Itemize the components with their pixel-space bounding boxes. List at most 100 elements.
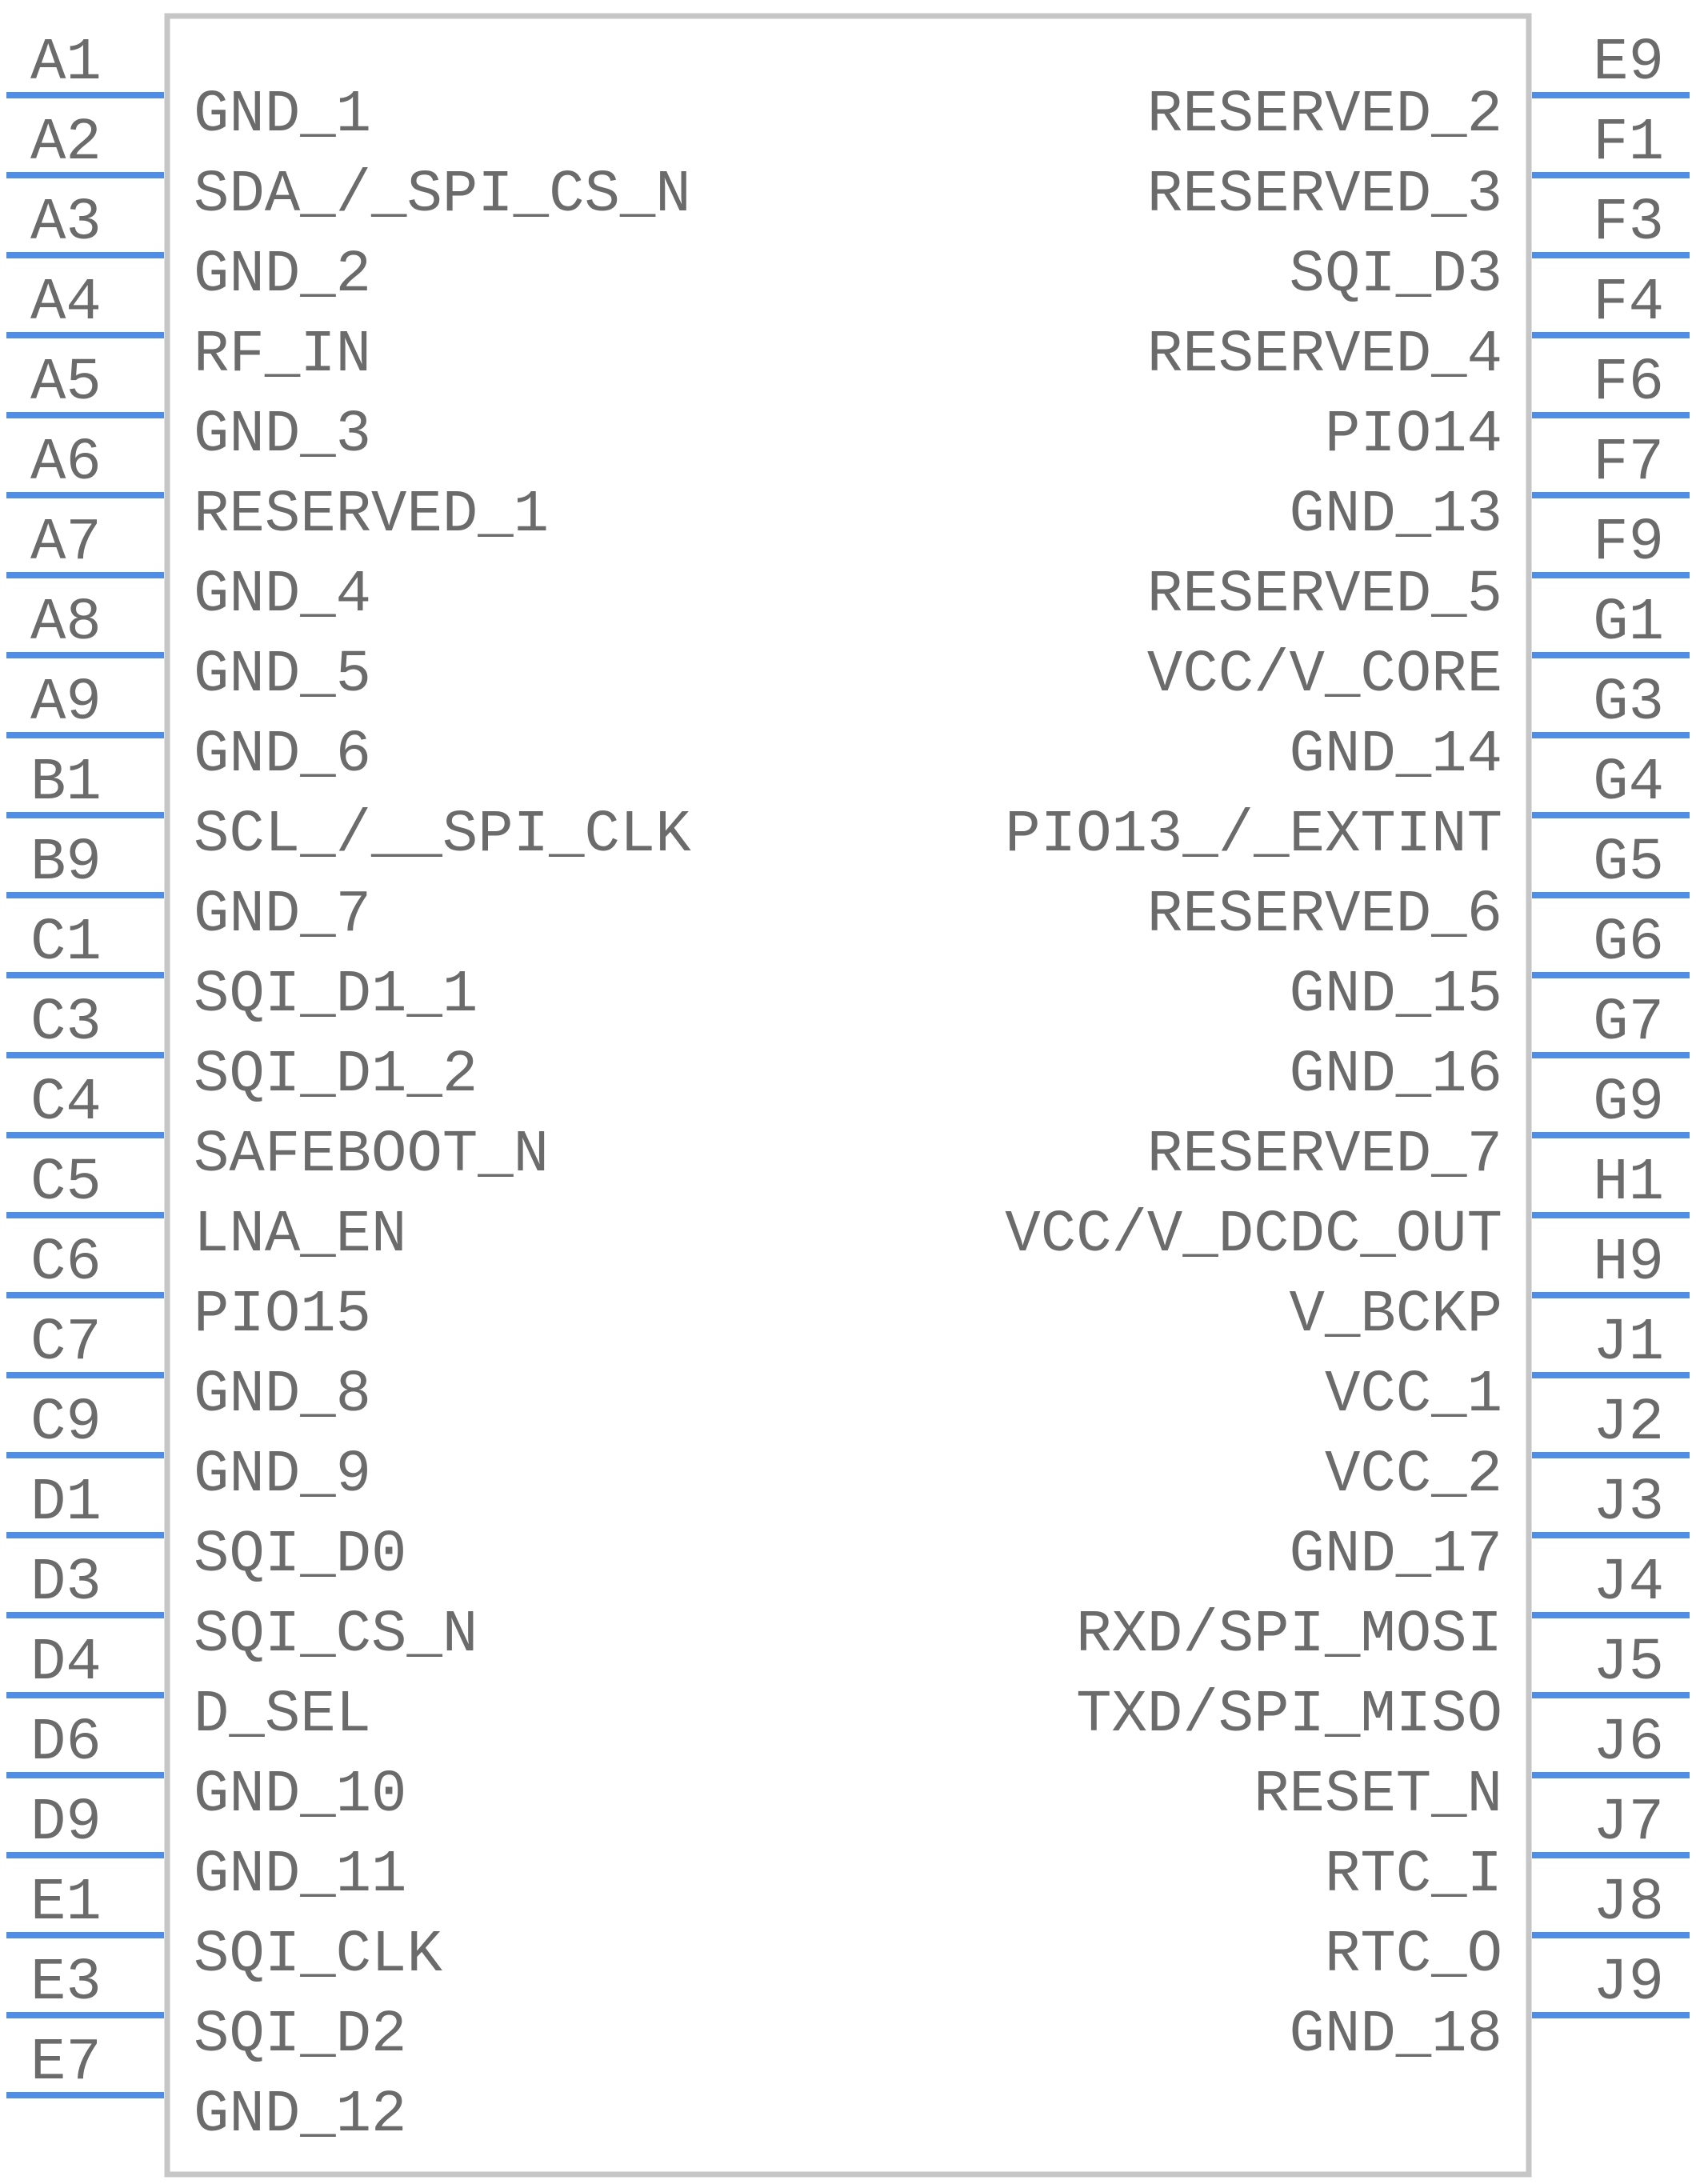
pin-name: GND_1 xyxy=(194,82,371,149)
pin-number: D1 xyxy=(30,1470,102,1537)
pin-number: C3 xyxy=(30,990,102,1057)
pin-name: GND_13 xyxy=(1290,482,1502,549)
pin-name: RTC_O xyxy=(1325,1922,1502,1989)
pin-number: J2 xyxy=(1593,1390,1664,1457)
pin-number: E3 xyxy=(30,1950,102,2017)
pin-number: A6 xyxy=(30,430,102,497)
pin-name: RESERVED_4 xyxy=(1147,322,1502,389)
pin-name: RTC_I xyxy=(1325,1842,1502,1909)
pin-name: RESERVED_2 xyxy=(1147,82,1502,149)
pin-name: SQI_CS_N xyxy=(194,1602,478,1669)
pin-name: RESERVED_1 xyxy=(194,482,549,549)
pin-name: SCL_/__SPI_CLK xyxy=(194,802,691,869)
pin-name: GND_5 xyxy=(194,642,371,709)
pin-number: G7 xyxy=(1593,990,1664,1057)
pin-number: A1 xyxy=(30,30,102,97)
pin-name: LNA_EN xyxy=(194,1202,406,1269)
pin-number: A5 xyxy=(30,350,102,417)
pin-number: J7 xyxy=(1593,1790,1664,1857)
pin-number: F7 xyxy=(1593,430,1664,497)
pin-name: GND_3 xyxy=(194,402,371,469)
pin-number: E1 xyxy=(30,1870,102,1937)
pin-number: H1 xyxy=(1593,1150,1664,1217)
pin-number: G4 xyxy=(1593,750,1664,817)
pin-number: F3 xyxy=(1593,190,1664,257)
pin-number: A2 xyxy=(30,110,102,177)
pin-name: VCC_2 xyxy=(1325,1442,1502,1509)
pin-name: RXD/SPI_MOSI xyxy=(1076,1602,1502,1669)
pin-number: C5 xyxy=(30,1150,102,1217)
pin-name: RESERVED_7 xyxy=(1147,1122,1502,1189)
pin-name: TXD/SPI_MISO xyxy=(1076,1682,1502,1749)
pin-number: F4 xyxy=(1593,270,1664,337)
pin-number: G6 xyxy=(1593,910,1664,977)
pin-number: J3 xyxy=(1593,1470,1664,1537)
pin-number: C9 xyxy=(30,1390,102,1457)
pin-number: B1 xyxy=(30,750,102,817)
pin-name: PIO14 xyxy=(1325,402,1502,469)
pin-h9: H9V_BCKP xyxy=(1290,1230,1690,1349)
pin-name: GND_2 xyxy=(194,242,371,309)
pin-number: A3 xyxy=(30,190,102,257)
pin-name: GND_17 xyxy=(1290,1522,1502,1589)
pin-name: SAFEBOOT_N xyxy=(194,1122,549,1189)
pin-number: F6 xyxy=(1593,350,1664,417)
component-body xyxy=(164,13,1532,2178)
pin-name: SQI_D3 xyxy=(1290,242,1502,309)
pin-number: D9 xyxy=(30,1790,102,1857)
pin-name: SQI_D1_1 xyxy=(194,962,478,1029)
pin-name: RESERVED_5 xyxy=(1147,562,1502,629)
pin-d4: D4D_SEL xyxy=(6,1630,371,1749)
pin-number: A8 xyxy=(30,590,102,657)
pin-name: SQI_D1_2 xyxy=(194,1042,478,1109)
pin-name: GND_14 xyxy=(1290,722,1502,789)
pin-name: GND_16 xyxy=(1290,1042,1502,1109)
pin-name: GND_9 xyxy=(194,1442,371,1509)
pin-name: V_BCKP xyxy=(1290,1282,1502,1349)
pin-name: RESET_N xyxy=(1254,1762,1502,1829)
pin-number: A4 xyxy=(30,270,102,337)
pin-name: PIO15 xyxy=(194,1282,371,1349)
pin-name: PIO13_/_EXTINT xyxy=(1005,802,1502,869)
pin-name: VCC/V_CORE xyxy=(1147,642,1502,709)
pin-name: SDA_/_SPI_CS_N xyxy=(194,162,691,229)
pin-number: G3 xyxy=(1593,670,1664,737)
pin-number: J4 xyxy=(1593,1550,1664,1617)
pin-number: G9 xyxy=(1593,1070,1664,1137)
